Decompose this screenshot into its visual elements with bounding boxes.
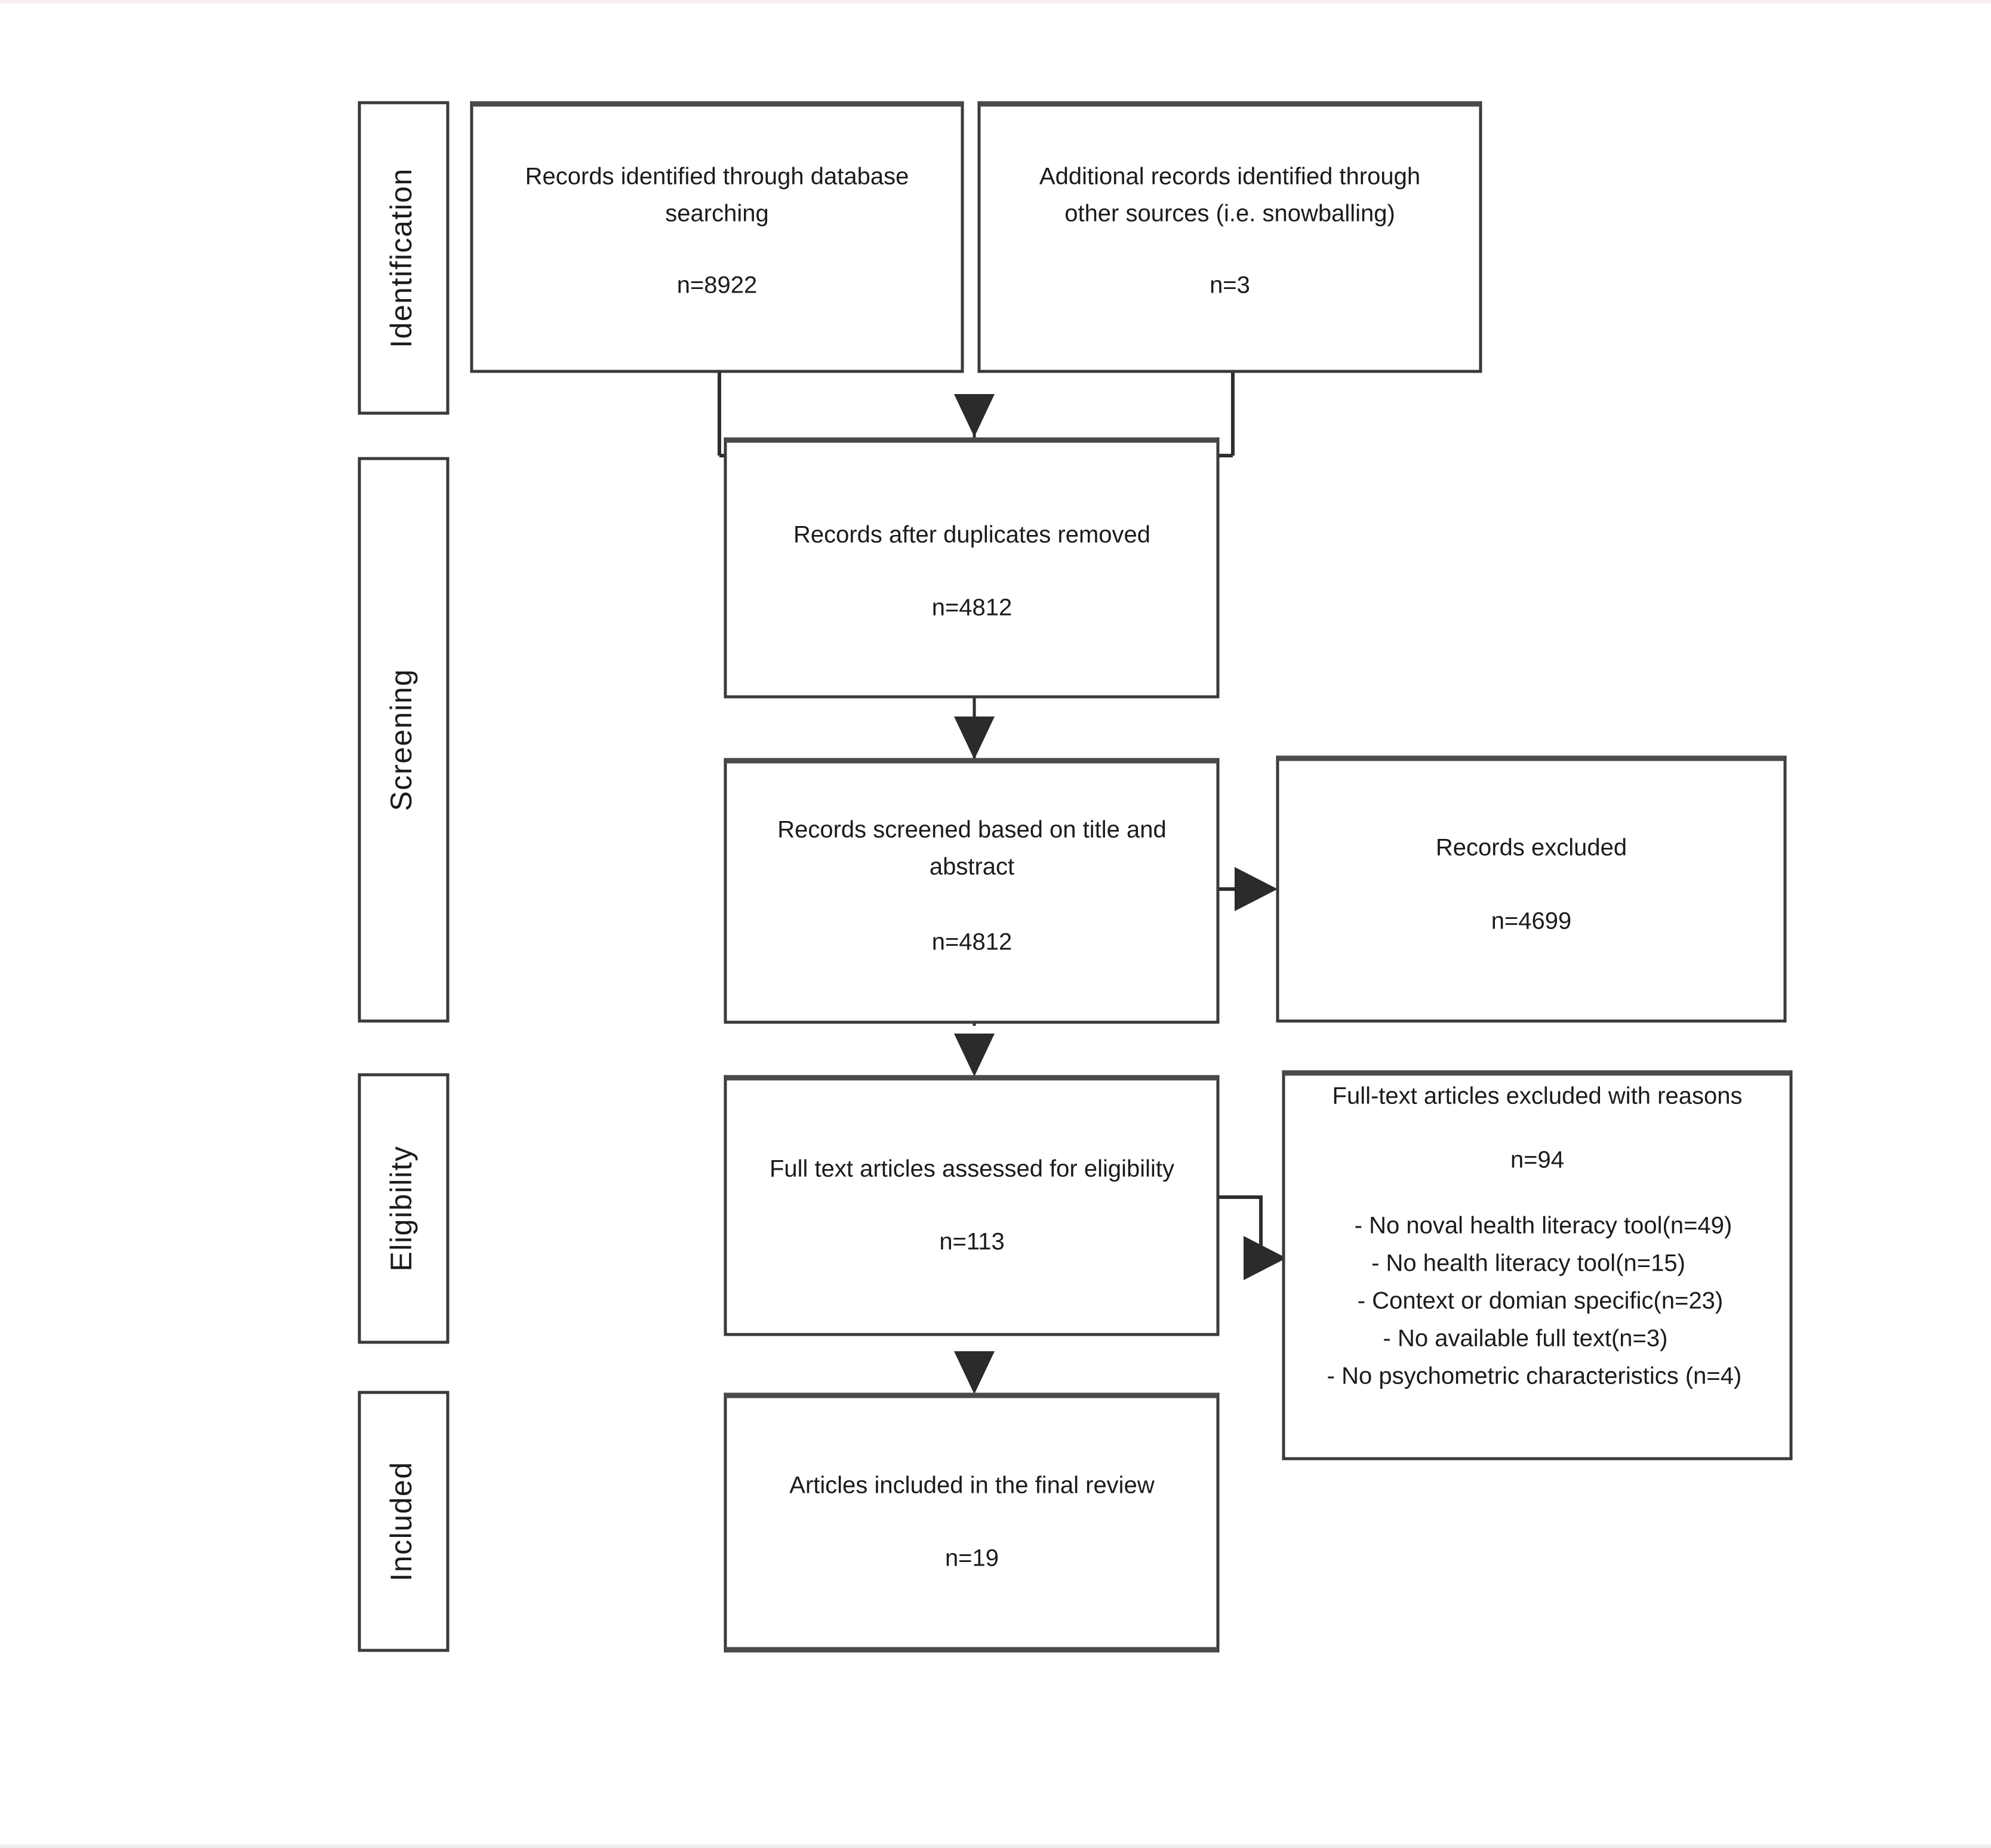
node-fulltext-excluded-reason-2: - No health literacy tool(n=15) xyxy=(1371,1250,1685,1277)
connector-screened-to-excluded xyxy=(1219,867,1278,911)
node-duplicates-removed-line1: Records after duplicates removed xyxy=(793,522,1150,548)
stage-label-screening: Screening xyxy=(358,457,450,1023)
node-duplicates-removed-count: n=4812 xyxy=(932,595,1013,621)
arrow-duplicates xyxy=(954,394,995,437)
node-fulltext-excluded-reason-1: - No noval health literacy tool(n=49) xyxy=(1355,1213,1732,1239)
node-fulltext-excluded-reason-5: - No psychometric characteristics (n=4) xyxy=(1327,1363,1742,1389)
node-other-sources: Additional records identified through ot… xyxy=(977,101,1482,373)
node-fulltext-excluded-count: n=94 xyxy=(1510,1147,1564,1173)
arrow-fulltext-assessed xyxy=(954,1034,995,1077)
node-records-excluded-line1: Records excluded xyxy=(1436,835,1627,861)
node-fulltext-excluded-reason-3: - Context or domian specific(n=23) xyxy=(1358,1288,1724,1314)
node-records-screened-count: n=4812 xyxy=(932,929,1013,955)
stage-label-included-text: Included xyxy=(384,1461,418,1581)
node-articles-included: Articles included in the final review n=… xyxy=(724,1392,1220,1653)
node-other-sources-line1: Additional records identified through xyxy=(1039,164,1420,190)
node-articles-included-count: n=19 xyxy=(945,1545,999,1572)
stage-label-eligibility: Eligibility xyxy=(358,1073,450,1344)
node-other-sources-count: n=3 xyxy=(1210,272,1250,299)
node-fulltext-assessed-line1: Full text articles assessed for eligibil… xyxy=(770,1156,1174,1182)
node-records-screened: Records screened based on title and abst… xyxy=(724,758,1220,1024)
connector-eligibility-to-excluded xyxy=(1219,1195,1287,1280)
node-fulltext-excluded-line1: Full-text articles excluded with reasons xyxy=(1333,1083,1743,1109)
node-database-search-count: n=8922 xyxy=(677,272,758,299)
node-database-search-line1: Records identified through database xyxy=(525,164,909,190)
node-records-screened-line2: abstract xyxy=(930,854,1014,880)
node-duplicates-removed: Records after duplicates removed n=4812 xyxy=(724,437,1220,699)
node-fulltext-assessed-count: n=113 xyxy=(939,1229,1004,1255)
stage-label-identification: Identification xyxy=(358,101,450,415)
node-database-search-line2: searching xyxy=(665,201,768,227)
stage-label-eligibility-text: Eligibility xyxy=(384,1145,418,1271)
node-fulltext-assessed: Full text articles assessed for eligibil… xyxy=(724,1075,1220,1336)
stage-label-screening-text: Screening xyxy=(384,669,418,811)
node-database-search: Records identified through database sear… xyxy=(470,101,964,373)
stage-label-included: Included xyxy=(358,1391,450,1652)
stage-label-identification-text: Identification xyxy=(384,168,418,348)
node-fulltext-excluded: Full-text articles excluded with reasons… xyxy=(1282,1070,1793,1460)
arrow-articles-included xyxy=(954,1351,995,1394)
node-records-excluded-count: n=4699 xyxy=(1491,908,1572,934)
arrow-records-screened xyxy=(954,717,995,760)
node-fulltext-excluded-reason-4: - No available full text(n=3) xyxy=(1383,1326,1668,1352)
node-articles-included-line1: Articles included in the final review xyxy=(789,1472,1155,1499)
node-records-screened-line1: Records screened based on title and xyxy=(777,817,1167,843)
node-records-excluded: Records excluded n=4699 xyxy=(1276,755,1787,1023)
node-other-sources-line2: other sources (i.e. snowballing) xyxy=(1064,201,1395,227)
